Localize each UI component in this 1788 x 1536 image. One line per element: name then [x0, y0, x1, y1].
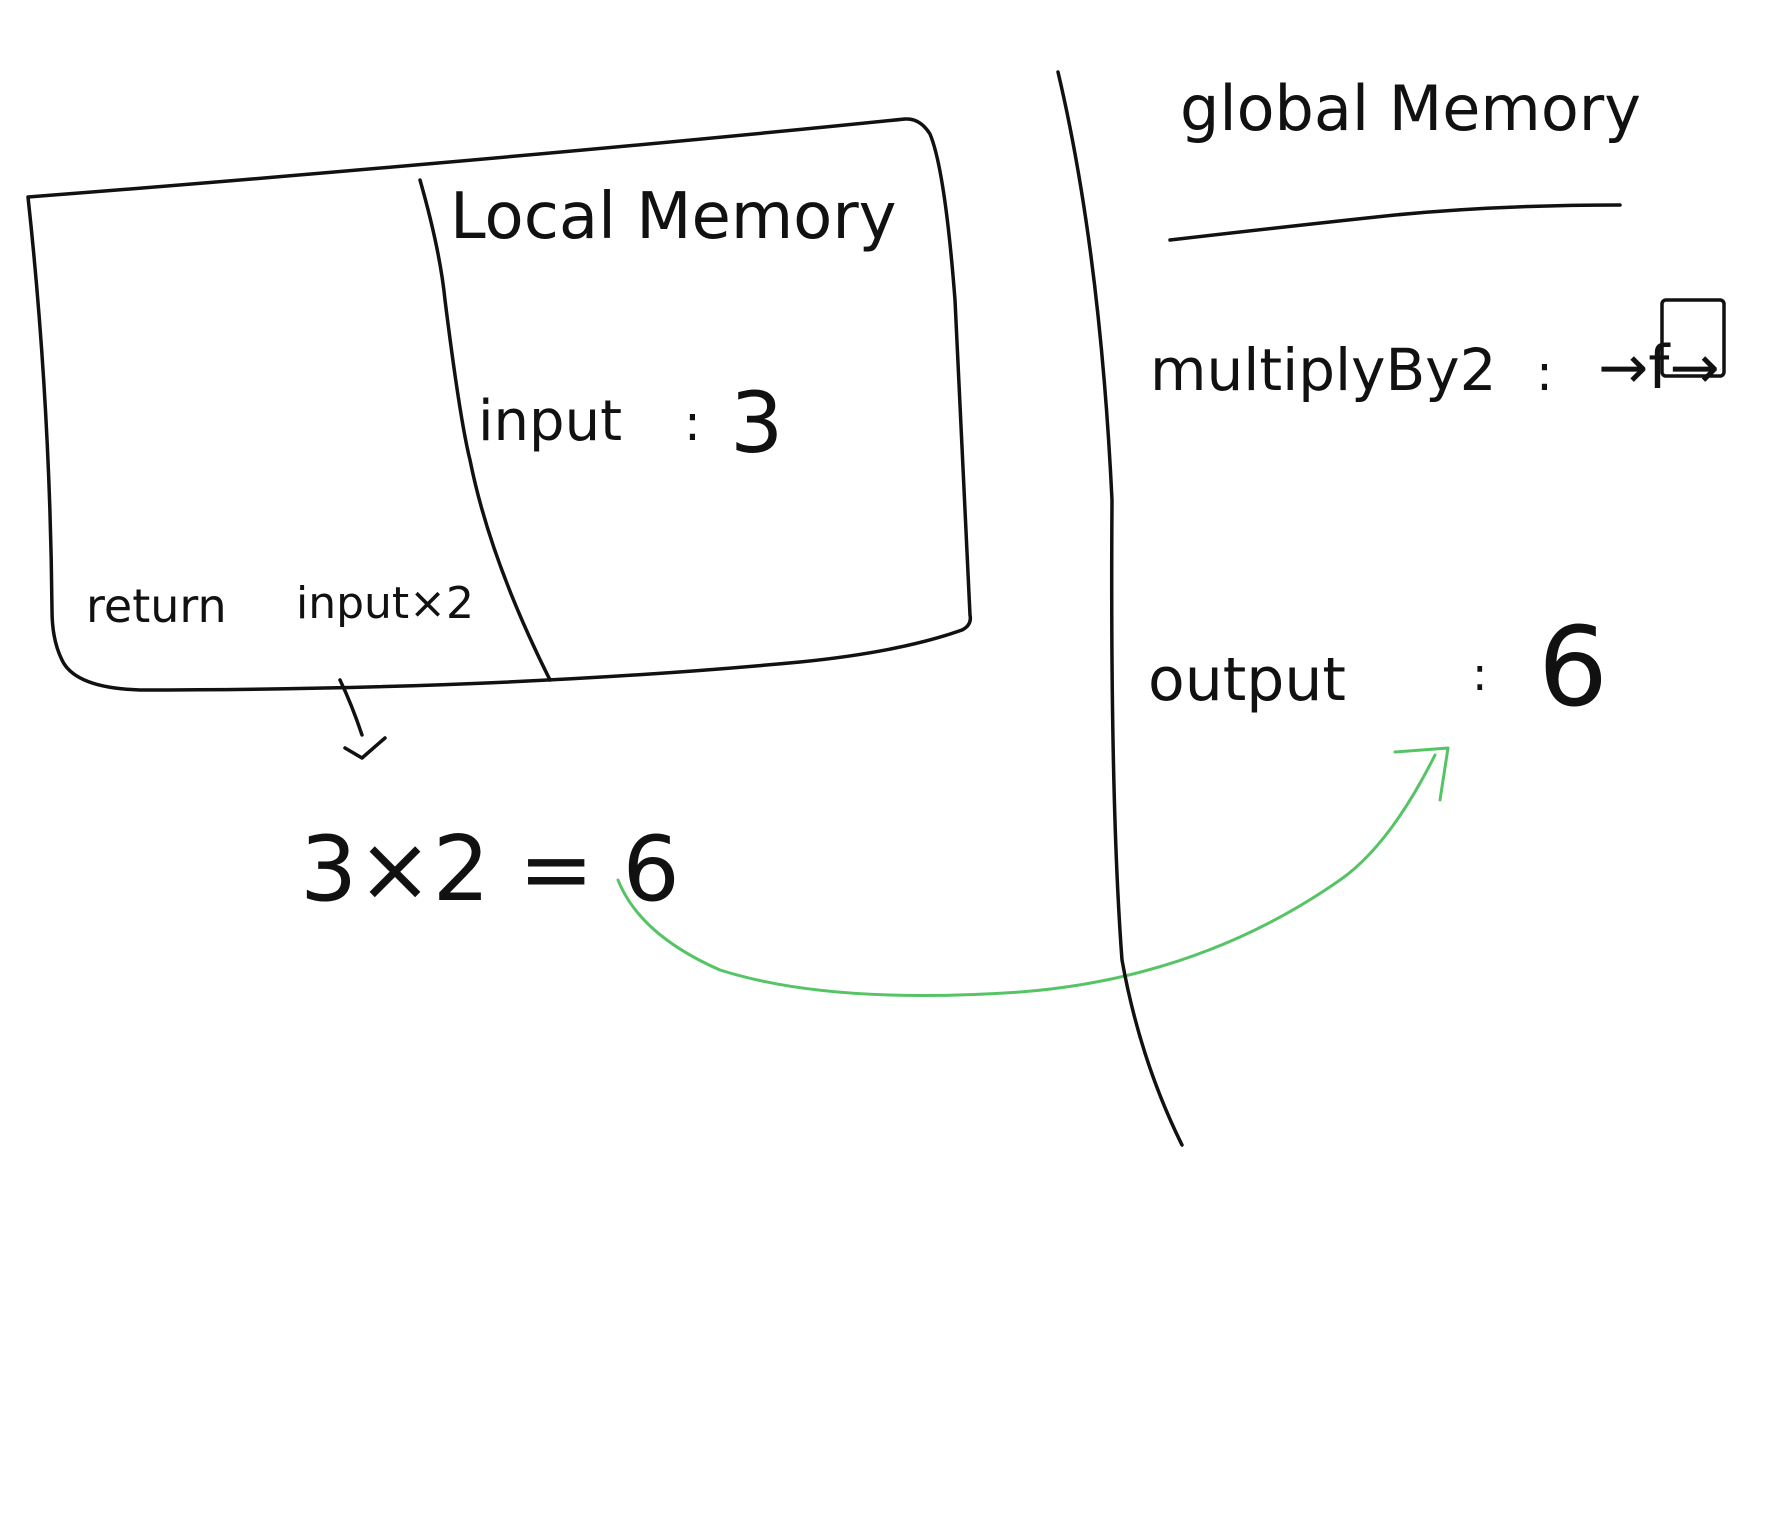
- local-variable-name: input: [478, 389, 622, 454]
- global-entry-separator-multiplyBy2: :: [1536, 344, 1553, 402]
- execution-context-box: [26, 117, 973, 692]
- local-variable-separator: :: [684, 394, 701, 452]
- local-variable-value: 3: [730, 374, 783, 472]
- global-entry-value-output: 6: [1538, 603, 1608, 731]
- function-box-icon: →f→: [1598, 333, 1720, 403]
- global-entry-name-multiplyBy2: multiplyBy2: [1150, 336, 1497, 404]
- global-divider-line: [1056, 70, 1184, 1147]
- evaluation-expression: 3×2 = 6: [300, 817, 680, 922]
- result-arrow: [616, 753, 1437, 998]
- return-expression: input×2: [296, 578, 474, 629]
- function-box-outline: [1660, 298, 1726, 378]
- return-arrow: [338, 678, 387, 760]
- local-memory-divider: [418, 178, 552, 682]
- global-memory-title: global Memory: [1180, 72, 1641, 145]
- global-title-underline: [1168, 203, 1622, 242]
- global-entry-separator-output: :: [1472, 647, 1488, 701]
- result-arrowhead: [1393, 746, 1450, 802]
- return-keyword: return: [86, 579, 227, 633]
- global-entry-name-output: output: [1148, 645, 1346, 715]
- local-memory-title: Local Memory: [450, 180, 897, 254]
